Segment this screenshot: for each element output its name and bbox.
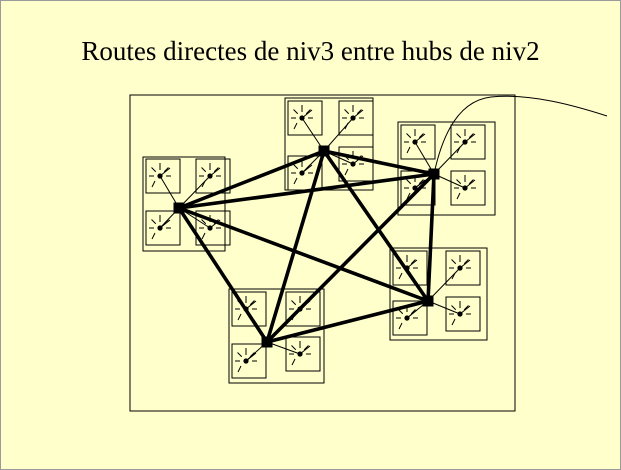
star-node-icon bbox=[338, 100, 374, 136]
star-node-icon bbox=[400, 124, 436, 160]
route-edge-left-right bbox=[177, 172, 436, 210]
cluster-box-top bbox=[284, 97, 374, 191]
star-node-icon bbox=[445, 250, 481, 286]
route-edge-right-bottom-right bbox=[426, 172, 436, 303]
cluster-box-bottom-left bbox=[228, 288, 325, 384]
star-node-icon bbox=[338, 146, 374, 182]
hub-square-icon bbox=[318, 145, 330, 157]
star-node-icon bbox=[285, 336, 321, 372]
cluster-box-bottom-right bbox=[389, 247, 488, 341]
route-edge-left-bottom-right bbox=[177, 206, 430, 303]
star-node-icon bbox=[392, 300, 428, 336]
star-node-icon bbox=[285, 291, 321, 327]
network-frame bbox=[129, 94, 516, 412]
route-edge-top-bottom-left bbox=[265, 149, 326, 344]
star-node-icon bbox=[450, 170, 486, 206]
external-link-curve bbox=[433, 95, 608, 175]
hub-square-icon bbox=[422, 295, 434, 307]
route-edge-left-bottom-left bbox=[177, 206, 269, 344]
cluster-box-left bbox=[142, 156, 226, 252]
hub-square-icon bbox=[173, 202, 185, 214]
star-node-icon bbox=[287, 100, 323, 136]
star-node-icon bbox=[392, 250, 428, 286]
route-edge-top-bottom-right bbox=[322, 149, 430, 303]
route-edge-left-top bbox=[177, 149, 326, 210]
star-node-icon bbox=[145, 210, 181, 246]
route-edge-top-right bbox=[322, 149, 436, 176]
star-node-icon bbox=[195, 158, 231, 194]
hub-square-icon bbox=[428, 168, 440, 180]
star-node-icon bbox=[450, 124, 486, 160]
cluster-box-right bbox=[397, 121, 496, 216]
star-node-icon bbox=[231, 343, 267, 379]
route-edge-right-bottom-left bbox=[265, 172, 436, 344]
hub-square-icon bbox=[261, 336, 273, 348]
star-node-icon bbox=[145, 158, 181, 194]
route-edge-bottom-right-bottom-left bbox=[265, 299, 430, 344]
star-node-icon bbox=[445, 296, 481, 332]
slide-title: Routes directes de niv3 entre hubs de ni… bbox=[81, 36, 540, 66]
